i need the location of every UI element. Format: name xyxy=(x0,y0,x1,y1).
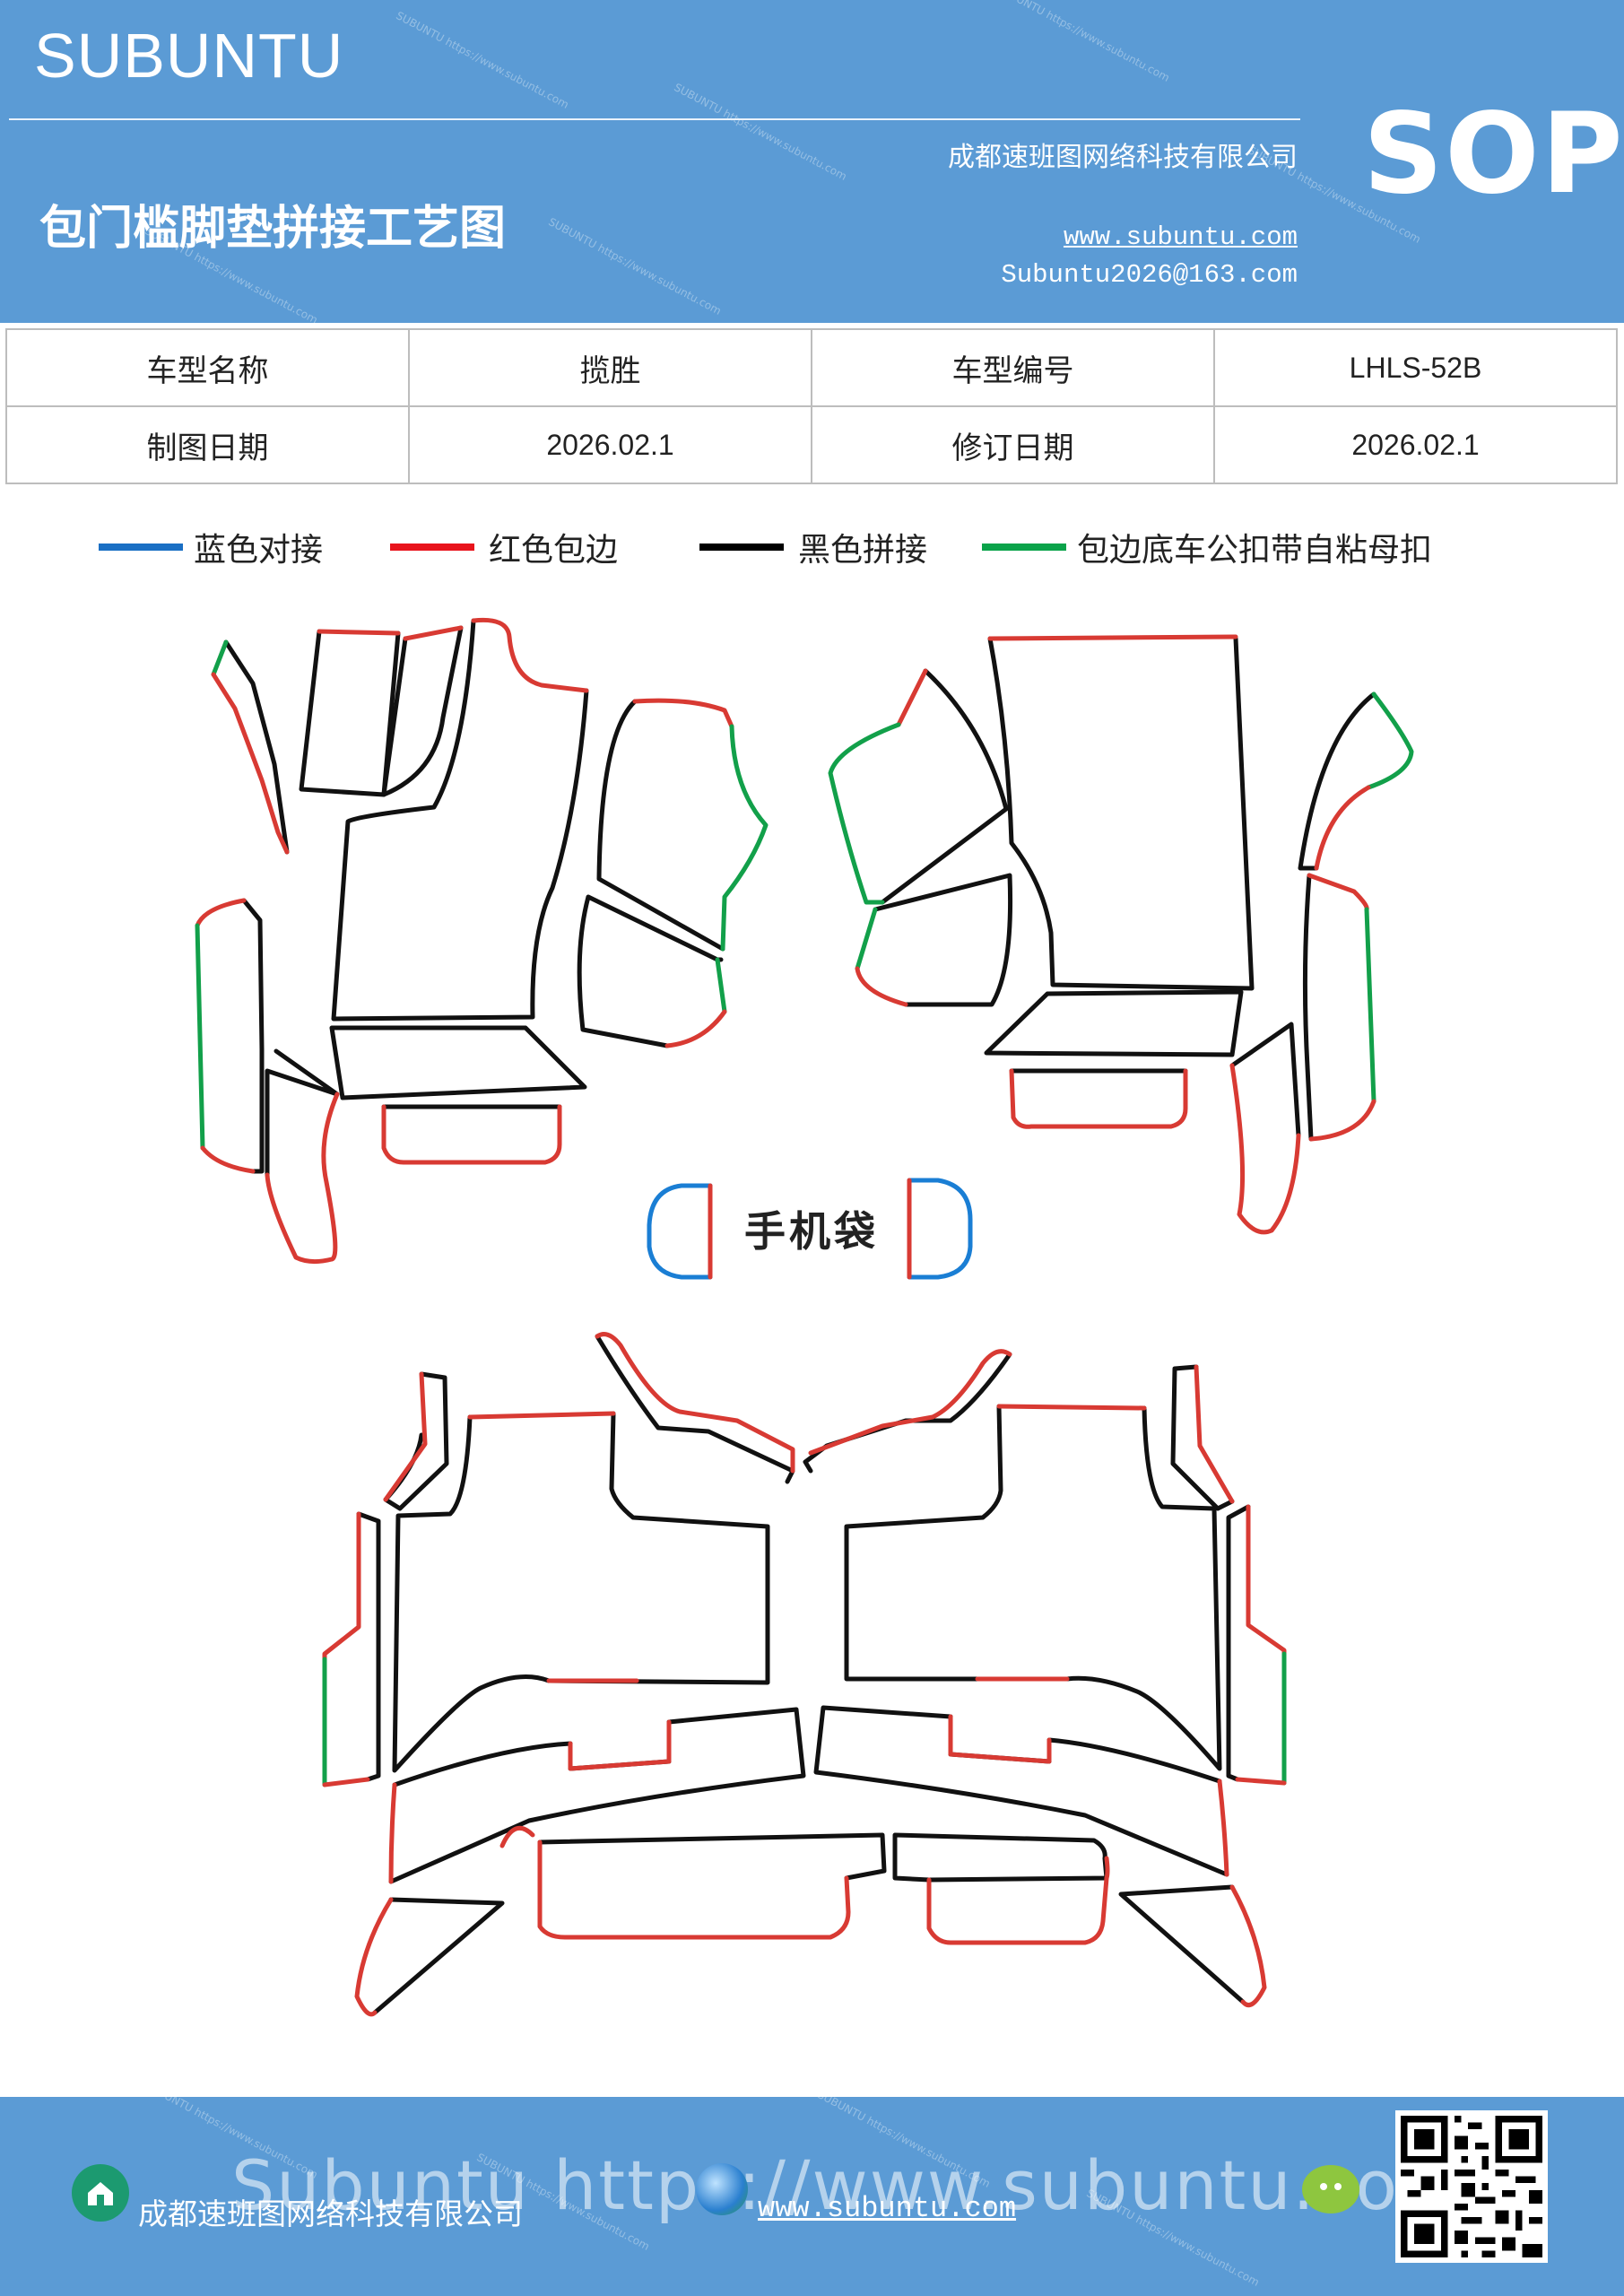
draw-date-value: 2026.02.1 xyxy=(408,405,812,484)
mat-piece xyxy=(813,1705,1229,1877)
mat-piece xyxy=(392,1411,770,1773)
phone-pocket-right xyxy=(907,1178,973,1280)
phone-pocket-left xyxy=(647,1183,713,1280)
mat-piece xyxy=(1009,1068,1188,1129)
model-code-value: LHLS-52B xyxy=(1213,328,1618,407)
draw-date-label: 制图日期 xyxy=(5,405,410,484)
legend-item-red: 红色包边 xyxy=(390,525,618,570)
legend-label: 蓝色对接 xyxy=(194,532,324,569)
mat-piece xyxy=(1302,873,1376,1142)
mat-piece xyxy=(828,668,1009,905)
model-code-label: 车型编号 xyxy=(811,328,1215,407)
model-name-value: 揽胜 xyxy=(408,328,812,407)
mat-piece xyxy=(803,1349,1012,1474)
phone-pocket-label: 手机袋 xyxy=(744,1207,879,1256)
wechat-icon xyxy=(1302,2165,1359,2213)
legend-swatch xyxy=(99,544,183,551)
legend-label: 包边底车公扣带自粘母扣 xyxy=(1077,532,1433,569)
legend-label: 黑色拼接 xyxy=(798,532,928,569)
mat-piece xyxy=(331,617,589,1022)
mat-piece xyxy=(1226,1504,1287,1786)
mat-piece xyxy=(844,1404,1222,1771)
legend-label: 红色包边 xyxy=(489,532,619,569)
mat-piece xyxy=(987,634,1255,991)
revise-date-value: 2026.02.1 xyxy=(1213,405,1618,484)
mat-piece xyxy=(265,1048,340,1265)
home-icon xyxy=(72,2164,129,2222)
header-banner: SUBUNTU https://www.subuntu.com SUBUNTU … xyxy=(0,0,1624,326)
top-left-mat-group xyxy=(195,617,769,1265)
legend-item-black: 黑色拼接 xyxy=(699,525,927,570)
mat-piece xyxy=(383,1371,449,1511)
legend-swatch xyxy=(982,544,1066,551)
qr-code xyxy=(1395,2110,1548,2263)
vehicle-info-table: 车型名称 揽胜 车型编号 LHLS-52B 制图日期 2026.02.1 修订日… xyxy=(5,328,1618,484)
mat-piece xyxy=(499,1825,887,1940)
header-divider xyxy=(9,118,1300,120)
bottom-mat-group xyxy=(322,1332,1287,2017)
mat-piece xyxy=(195,898,265,1174)
mat-piece xyxy=(984,989,1244,1057)
mat-piece xyxy=(1229,1022,1301,1235)
mat-piece xyxy=(855,873,1013,1007)
legend-item-green: 包边底车公扣带自粘母扣 xyxy=(982,525,1432,570)
footer-website-link[interactable]: www.subuntu.com xyxy=(758,2192,1017,2225)
mat-piece xyxy=(1298,691,1414,871)
sop-mark: SOP xyxy=(1363,90,1624,219)
mat-piece xyxy=(1118,1884,1267,2007)
revise-date-label: 修订日期 xyxy=(811,405,1215,484)
footer-watermark-text: Subuntu https://www.subuntu.com xyxy=(231,2145,1467,2225)
color-legend: 蓝色对接 红色包边 黑色拼接 包边底车公扣带自粘母扣 xyxy=(0,525,1624,570)
footer-company-name: 成都速班图网络科技有限公司 xyxy=(138,2196,523,2231)
legend-swatch xyxy=(699,544,784,551)
mat-piece xyxy=(299,629,401,797)
company-name: 成都速班图网络科技有限公司 xyxy=(948,142,1298,173)
table-row: 制图日期 2026.02.1 修订日期 2026.02.1 xyxy=(5,405,1618,484)
mat-piece xyxy=(211,639,290,855)
mat-piece xyxy=(388,1707,806,1884)
legend-item-blue: 蓝色对接 xyxy=(99,525,323,570)
email-address: Subuntu2026@163.com xyxy=(1001,260,1298,290)
brand-name: SUBUNTU xyxy=(34,21,344,91)
mat-piece xyxy=(329,1025,587,1100)
mat-piece xyxy=(595,1332,795,1484)
top-right-mat-group xyxy=(828,634,1414,1235)
mat-piece xyxy=(381,625,464,797)
website-link[interactable]: www.subuntu.com xyxy=(1063,222,1298,252)
globe-icon xyxy=(696,2163,748,2215)
mat-piece xyxy=(596,698,769,952)
mat-piece xyxy=(322,1511,381,1787)
mat-piece xyxy=(892,1832,1110,1945)
mat-piece xyxy=(1170,1364,1235,1511)
model-name-label: 车型名称 xyxy=(5,328,410,407)
table-row: 车型名称 揽胜 车型编号 LHLS-52B xyxy=(5,328,1618,407)
mat-piece xyxy=(354,1897,505,2017)
mat-piece xyxy=(381,1104,562,1165)
legend-swatch xyxy=(390,544,474,551)
mat-piece xyxy=(577,894,727,1048)
document-title: 包门槛脚垫拼接工艺图 xyxy=(39,201,507,256)
